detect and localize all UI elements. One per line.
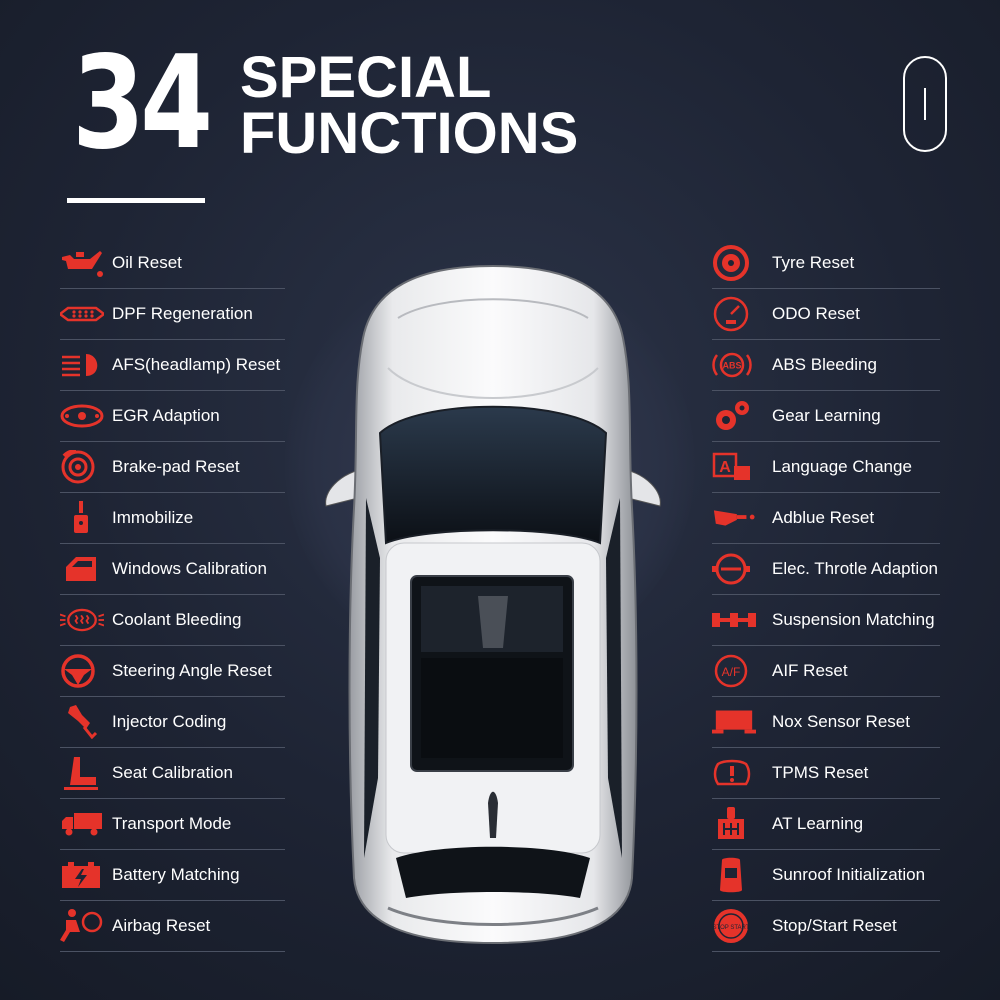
sunroof-icon: [712, 857, 756, 893]
abs-icon-text: ABS: [722, 361, 741, 371]
list-item: Suspension Matching: [712, 595, 940, 646]
car-seat-icon: [60, 755, 104, 791]
svg-text:A: A: [719, 459, 731, 476]
stop-start-icon: STOP START: [712, 908, 756, 944]
function-label: Battery Matching: [112, 865, 240, 884]
list-item: Tyre Reset: [712, 238, 940, 289]
function-label: Transport Mode: [112, 814, 232, 833]
function-label: Oil Reset: [112, 253, 182, 272]
airbag-icon: [60, 908, 104, 944]
list-item: TPMS Reset: [712, 748, 940, 799]
function-label: Elec. Throtle Adaption: [772, 559, 939, 578]
function-label: Steering Angle Reset: [112, 661, 272, 680]
function-label: Stop/Start Reset: [772, 916, 897, 935]
function-label: Nox Sensor Reset: [772, 712, 910, 731]
car-top-view-image: [325, 264, 661, 945]
list-item: Transport Mode: [60, 799, 285, 850]
adblue-nozzle-icon: [712, 500, 756, 536]
list-item: Airbag Reset: [60, 901, 285, 952]
list-item: ODO Reset: [712, 289, 940, 340]
title-line-2: FUNCTIONS: [240, 101, 579, 166]
air-fuel-icon-text: A/F: [722, 665, 741, 679]
page-title: SPECIAL FUNCTIONS: [240, 45, 579, 166]
stop-start-icon-text: STOP START: [713, 925, 750, 931]
function-label: Sunroof Initialization: [772, 865, 926, 884]
function-count: 34: [72, 29, 213, 178]
list-item: AT Learning: [712, 799, 940, 850]
list-item: Nox Sensor Reset: [712, 697, 940, 748]
list-item: Windows Calibration: [60, 544, 285, 595]
list-item: A/F AIF Reset: [712, 646, 940, 697]
throttle-icon: [712, 551, 756, 587]
title-underline: [67, 198, 205, 203]
coolant-icon: [60, 602, 104, 638]
abs-icon: ABS: [712, 347, 756, 383]
gears-icon: [712, 398, 756, 434]
dpf-filter-icon: [60, 296, 104, 332]
key-lock-icon: [60, 500, 104, 536]
list-item: Gear Learning: [712, 391, 940, 442]
function-label: Immobilize: [112, 508, 194, 527]
function-label: Language Change: [772, 457, 912, 476]
list-item: EGR Adaption: [60, 391, 285, 442]
function-label: TPMS Reset: [772, 763, 869, 782]
function-label: Gear Learning: [772, 406, 881, 425]
scroll-indicator: [903, 56, 947, 152]
list-item: Immobilize: [60, 493, 285, 544]
list-item: Coolant Bleeding: [60, 595, 285, 646]
truck-icon: [60, 806, 104, 842]
list-item: Brake-pad Reset: [60, 442, 285, 493]
nox-sensor-icon: [712, 704, 756, 740]
title-line-1: SPECIAL: [240, 45, 492, 110]
function-label: Seat Calibration: [112, 763, 233, 782]
function-label: Injector Coding: [112, 712, 227, 731]
egr-valve-icon: [60, 398, 104, 434]
brake-disc-icon: [60, 449, 104, 485]
function-label: Adblue Reset: [772, 508, 875, 527]
function-label: Suspension Matching: [772, 610, 935, 629]
car-window-icon: [60, 551, 104, 587]
tyre-icon: [712, 245, 756, 281]
function-label: AIF Reset: [772, 661, 848, 680]
list-item: DPF Regeneration: [60, 289, 285, 340]
list-item: Injector Coding: [60, 697, 285, 748]
tpms-icon: [712, 755, 756, 791]
list-item: ABS ABS Bleeding: [712, 340, 940, 391]
list-item: Battery Matching: [60, 850, 285, 901]
function-label: AT Learning: [772, 814, 864, 833]
function-label: DPF Regeneration: [112, 304, 253, 323]
list-item: Sunroof Initialization: [712, 850, 940, 901]
oil-can-icon: [60, 245, 104, 281]
list-item: Seat Calibration: [60, 748, 285, 799]
function-label: Coolant Bleeding: [112, 610, 242, 629]
function-label: Airbag Reset: [112, 916, 211, 935]
air-fuel-icon: A/F: [712, 653, 756, 689]
right-function-list: Tyre Reset ODO Reset ABS ABS Bleeding Ge…: [712, 238, 940, 952]
list-item: Elec. Throtle Adaption: [712, 544, 940, 595]
function-label: EGR Adaption: [112, 406, 220, 425]
odometer-icon: [712, 296, 756, 332]
gearbox-icon: [712, 806, 756, 842]
list-item: Adblue Reset: [712, 493, 940, 544]
battery-icon: [60, 857, 104, 893]
left-function-list: Oil Reset DPF Regeneration AFS(headlamp)…: [60, 238, 285, 952]
headlamp-icon: [60, 347, 104, 383]
function-label: Brake-pad Reset: [112, 457, 240, 476]
suspension-icon: [712, 602, 756, 638]
function-label: AFS(headlamp) Reset: [112, 355, 281, 374]
list-item: AFS(headlamp) Reset: [60, 340, 285, 391]
list-item: A Language Change: [712, 442, 940, 493]
function-label: Tyre Reset: [772, 253, 855, 272]
function-label: ABS Bleeding: [772, 355, 877, 374]
steering-wheel-icon: [60, 653, 104, 689]
list-item: Oil Reset: [60, 238, 285, 289]
list-item: STOP START Stop/Start Reset: [712, 901, 940, 952]
injector-icon: [60, 704, 104, 740]
list-item: Steering Angle Reset: [60, 646, 285, 697]
language-icon: A: [712, 449, 756, 485]
function-label: ODO Reset: [772, 304, 860, 323]
function-label: Windows Calibration: [112, 559, 267, 578]
